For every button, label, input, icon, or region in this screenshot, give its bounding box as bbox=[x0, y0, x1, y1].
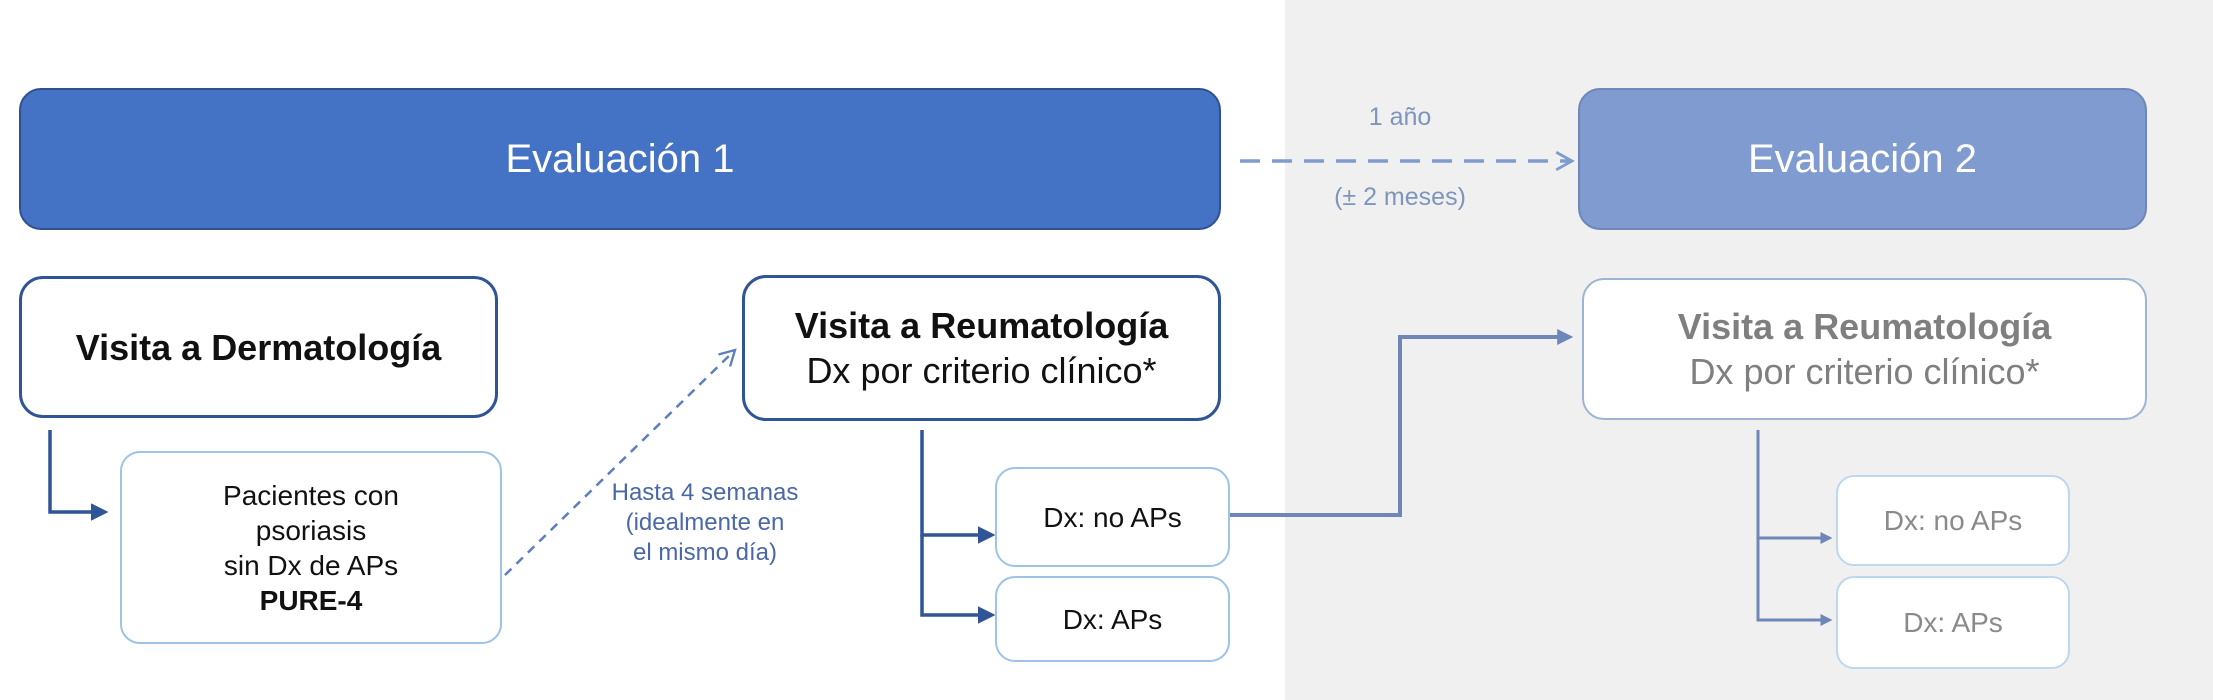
evaluation2-label: Evaluación 2 bbox=[1747, 136, 1978, 181]
referral-note-line3: el mismo día) bbox=[632, 539, 778, 566]
interval-label-top: 1 año bbox=[1368, 103, 1432, 131]
evaluation2-banner: Evaluación 2 bbox=[1578, 88, 2147, 230]
outcome-aps-box-1: Dx: APs bbox=[995, 576, 1230, 662]
rheumatology-visit-title-1: Visita a Reumatología bbox=[794, 305, 1169, 346]
evaluation1-banner: Evaluación 1 bbox=[19, 88, 1221, 230]
rheumatology-visit-subtitle-1: Dx por criterio clínico* bbox=[806, 350, 1157, 391]
arrow-no-aps-to-rheumatology2 bbox=[1230, 329, 1574, 517]
interval-label-bottom: (± 2 meses) bbox=[1334, 183, 1466, 211]
arrow-rheumatology2-to-no-aps bbox=[1756, 430, 1833, 544]
patients-line2: psoriasis bbox=[255, 514, 367, 546]
outcome-aps-box-2: Dx: APs bbox=[1836, 576, 2070, 669]
arrow-patients-to-rheumatology bbox=[504, 348, 737, 576]
rheumatology-visit-title-2: Visita a Reumatología bbox=[1677, 306, 2052, 347]
rheumatology-visit-subtitle-2: Dx por criterio clínico* bbox=[1689, 351, 2040, 392]
referral-note-line2: (idealmente en bbox=[625, 509, 785, 536]
outcome-no-aps-box-2: Dx: no APs bbox=[1836, 475, 2070, 566]
evaluation1-label: Evaluación 1 bbox=[505, 136, 735, 181]
patients-line1: Pacientes con bbox=[223, 479, 399, 511]
referral-note-line1: Hasta 4 semanas bbox=[611, 479, 799, 506]
outcome-aps-label-1: Dx: APs bbox=[1062, 603, 1163, 635]
arrow-dermatology-to-patients bbox=[48, 430, 109, 521]
outcome-no-aps-label-2: Dx: no APs bbox=[1883, 505, 2023, 536]
dermatology-visit-title: Visita a Dermatología bbox=[75, 326, 442, 368]
arrow-rheumatology1-to-no-aps bbox=[920, 430, 996, 544]
arrow-rheumatology2-to-aps bbox=[1756, 538, 1833, 626]
referral-window-note: Hasta 4 semanas (idealmente en el mismo … bbox=[575, 478, 835, 568]
outcome-no-aps-label-1: Dx: no APs bbox=[1043, 501, 1182, 533]
arrow-rheumatology1-to-aps bbox=[920, 535, 996, 624]
outcome-no-aps-box-1: Dx: no APs bbox=[995, 467, 1230, 567]
patients-box: Pacientes con psoriasis sin Dx de APs PU… bbox=[120, 451, 502, 644]
outcome-aps-label-2: Dx: APs bbox=[1903, 607, 2003, 638]
rheumatology-visit-box-1: Visita a Reumatología Dx por criterio cl… bbox=[742, 275, 1221, 421]
patients-questionnaire-label: PURE-4 bbox=[259, 584, 363, 616]
dermatology-visit-box: Visita a Dermatología bbox=[19, 276, 498, 418]
rheumatology-visit-box-2: Visita a Reumatología Dx por criterio cl… bbox=[1582, 278, 2147, 420]
patients-line3: sin Dx de APs bbox=[223, 549, 399, 581]
